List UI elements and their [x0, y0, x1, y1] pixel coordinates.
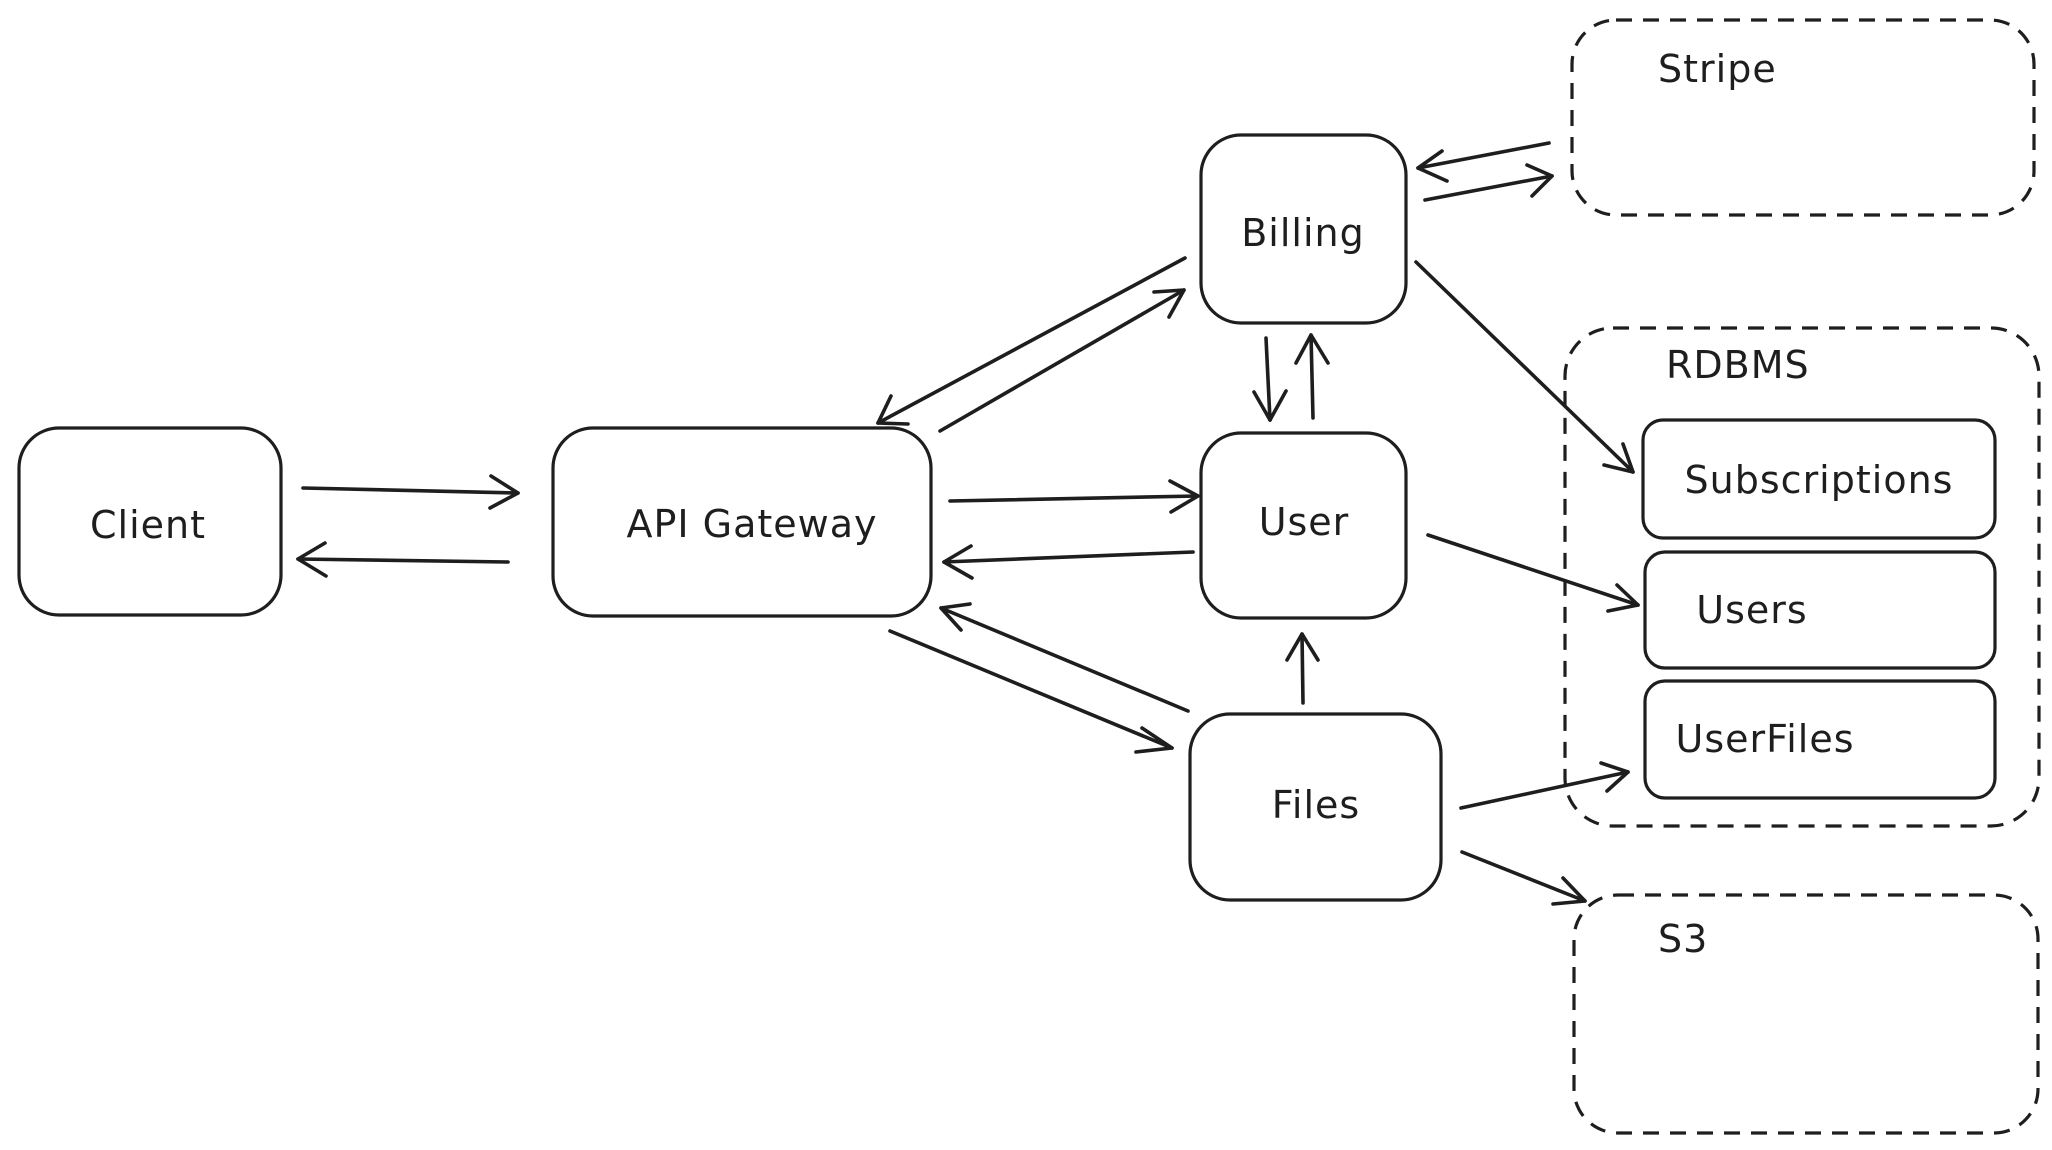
- stripe-group-border: [1570, 18, 2036, 217]
- stripe-label: Stripe: [1658, 47, 1777, 91]
- edge-api-gateway-to-billing: [938, 288, 1186, 433]
- edge-api-gateway-to-files: [888, 629, 1174, 754]
- user-node-box: [1199, 431, 1408, 620]
- api-gateway-node[interactable]: API Gateway: [551, 426, 933, 618]
- subscriptions-table[interactable]: Subscriptions: [1641, 418, 1997, 540]
- subscriptions-label: Subscriptions: [1685, 458, 1954, 502]
- edge-billing-to-stripe: [1423, 163, 1554, 202]
- s3-group[interactable]: S3: [1572, 893, 2040, 1135]
- files-node[interactable]: Files: [1188, 712, 1443, 902]
- userfiles-table[interactable]: UserFiles: [1643, 679, 1997, 800]
- client-node[interactable]: Client: [17, 426, 283, 617]
- users-table-label: Users: [1696, 588, 1807, 632]
- edge-files-to-user: [1285, 632, 1320, 705]
- edge-client-to-api-gateway: [301, 474, 520, 510]
- client-label: Client: [90, 503, 206, 547]
- rdbms-group-border: [1563, 326, 2041, 828]
- subscriptions-table-box: [1641, 418, 1997, 540]
- user-label: User: [1259, 500, 1350, 544]
- edge-files-to-api-gateway: [939, 602, 1190, 713]
- api-gateway-label: API Gateway: [626, 502, 877, 546]
- billing-node-box: [1199, 133, 1408, 325]
- edge-billing-to-user: [1252, 336, 1288, 422]
- api-gateway-node-box: [551, 426, 933, 618]
- user-node[interactable]: User: [1199, 431, 1408, 620]
- files-node-box: [1188, 712, 1443, 902]
- users-table[interactable]: Users: [1643, 550, 1997, 670]
- edge-billing-to-subscriptions: [1414, 260, 1635, 474]
- files-label: Files: [1272, 783, 1360, 827]
- edges: [296, 141, 1640, 906]
- edge-stripe-to-billing: [1416, 141, 1551, 183]
- billing-label: Billing: [1241, 211, 1365, 255]
- edge-user-to-users-table: [1426, 533, 1640, 613]
- edge-billing-to-api-gateway: [876, 256, 1187, 426]
- rdbms-group[interactable]: RDBMS: [1563, 326, 2041, 828]
- s3-label: S3: [1658, 917, 1708, 961]
- edge-files-to-userfiles-table: [1459, 761, 1630, 810]
- edge-api-gateway-to-client: [296, 541, 510, 578]
- s3-group-border: [1572, 893, 2040, 1135]
- edge-user-to-billing: [1294, 333, 1330, 420]
- users-table-box: [1643, 550, 1997, 670]
- stripe-group[interactable]: Stripe: [1570, 18, 2036, 217]
- edge-user-to-api-gateway: [942, 544, 1195, 580]
- edge-files-to-s3: [1460, 850, 1587, 906]
- client-node-box: [17, 426, 283, 617]
- edge-api-gateway-to-user: [948, 479, 1200, 514]
- userfiles-label: UserFiles: [1676, 717, 1855, 761]
- rdbms-label: RDBMS: [1666, 343, 1810, 387]
- billing-node[interactable]: Billing: [1199, 133, 1408, 325]
- userfiles-table-box: [1643, 679, 1997, 800]
